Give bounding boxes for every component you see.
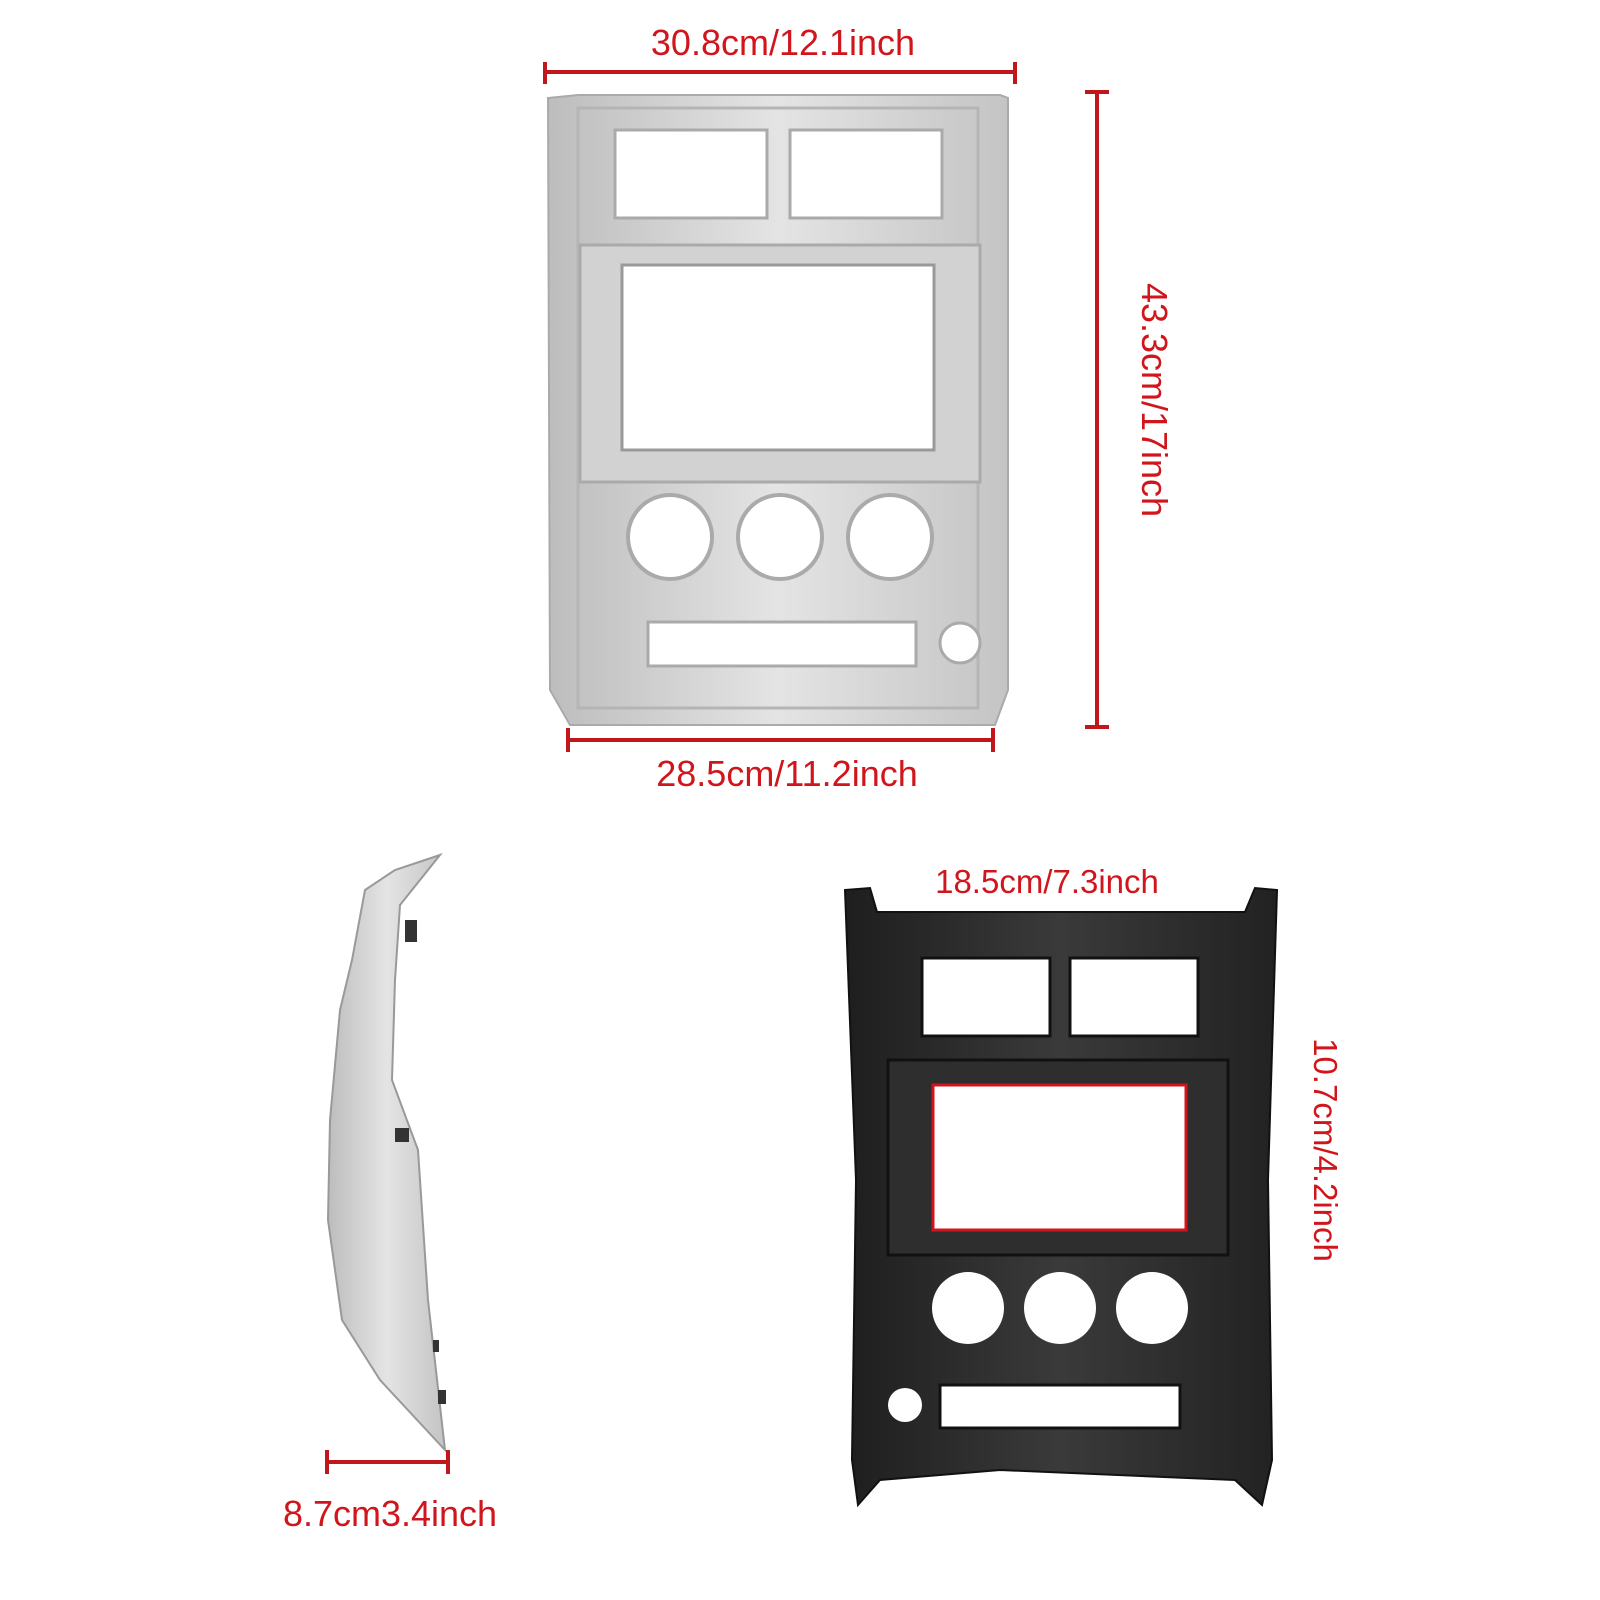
front-height-label: 43.3cm/17inch xyxy=(1134,283,1175,517)
back-height-label: 10.7cm/4.2inch xyxy=(1307,1038,1344,1262)
silver-side-panel xyxy=(326,852,447,1453)
back-width-label: 18.5cm/7.3inch xyxy=(935,863,1159,900)
silver-front-panel xyxy=(546,94,1009,726)
dimension-lines xyxy=(325,62,1109,1474)
front-top-width-label: 30.8cm/12.1inch xyxy=(651,22,915,63)
front-bottom-width-label: 28.5cm/11.2inch xyxy=(656,753,918,794)
black-rear-frame xyxy=(843,886,1279,1508)
side-depth-label: 8.7cm3.4inch xyxy=(283,1493,497,1534)
